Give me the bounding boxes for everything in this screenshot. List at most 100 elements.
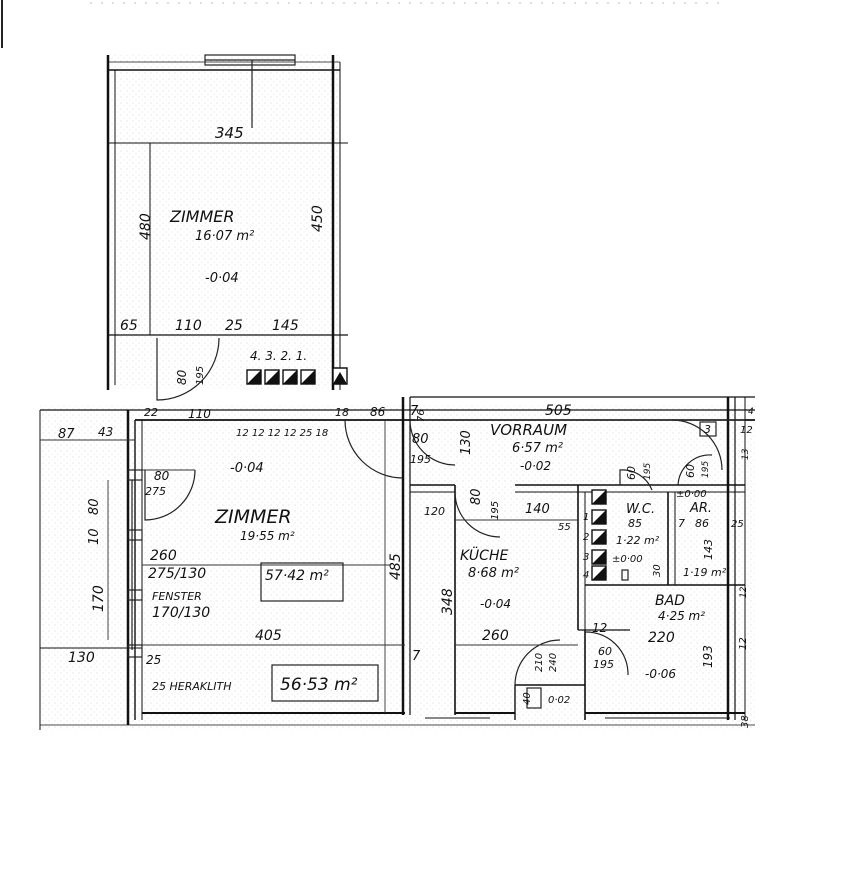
opening-size: 275/130 — [148, 566, 206, 582]
dim-b-12r: 12 — [738, 637, 749, 650]
dimension-lines — [40, 419, 745, 713]
room-level-bad: -0·06 — [645, 667, 676, 681]
dimension-labels: 345 480 450 65 110 25 145 80 195 22 110 … — [58, 124, 754, 728]
dim-k-260: 260 — [482, 628, 509, 644]
dim-row-7: 7 — [410, 404, 419, 419]
heraklith-note: 25 HERAKLITH — [152, 680, 231, 693]
dim-k-7: 7 — [412, 649, 421, 664]
dim-left-130: 130 — [68, 650, 95, 666]
subtotal-area: 57·42 m² — [265, 568, 329, 584]
dim-z-405: 405 — [255, 628, 282, 644]
windows-left — [127, 469, 143, 658]
dim-v-195: 195 — [410, 453, 431, 466]
wc-step-2: 2 — [583, 532, 589, 543]
dim-door-80: 80 — [175, 369, 189, 385]
dim-v-80: 80 — [412, 432, 429, 447]
wc-step-4: 4 — [583, 570, 589, 581]
dim-wc-60: 60 — [625, 466, 638, 480]
door-swings — [144, 419, 723, 686]
wc-step-1: 1 — [583, 512, 589, 523]
stair-block — [246, 367, 348, 385]
dim-z-80: 80 — [154, 469, 170, 483]
fenster-label: FENSTER — [152, 590, 202, 603]
dim-left-25: 25 — [146, 653, 161, 667]
room-labels: ZIMMER 16·07 m² -0·04 ZIMMER 19·55 m² -0… — [169, 207, 727, 706]
dim-wc-195: 195 — [643, 463, 653, 480]
dim-door-195: 195 — [195, 366, 206, 385]
dim-b-240: 240 — [548, 653, 559, 672]
dim-k-55: 55 — [558, 522, 571, 533]
dim-row-86: 86 — [370, 405, 386, 419]
dim-top-65: 65 — [120, 318, 138, 334]
room-name-zimmer-main: ZIMMER — [214, 506, 292, 528]
room-area-kueche: 8·68 m² — [468, 566, 519, 581]
dim-left-43: 43 — [98, 425, 113, 439]
dim-left-80: 80 — [87, 498, 102, 515]
dim-b-40: 40 — [522, 692, 533, 705]
dim-left-170: 170 — [91, 585, 107, 612]
dim-row-18: 18 — [335, 406, 349, 419]
dim-top-345: 345 — [215, 124, 244, 142]
wc-step-block — [591, 489, 607, 581]
room-area-wc: 1·22 m² — [616, 534, 660, 547]
room-area-bad: 4·25 m² — [658, 609, 705, 623]
room-name-wc: W.C. — [626, 502, 655, 517]
paper-texture — [40, 55, 755, 730]
dim-left-87: 87 — [58, 427, 75, 442]
dim-v-130: 130 — [459, 430, 474, 455]
dim-row-76: 76 — [416, 409, 427, 422]
room-area-vorraum: 6·57 m² — [512, 441, 563, 456]
room-level-zimmer-main: -0·04 — [230, 461, 264, 476]
room-level-ar: ±0·00 — [676, 489, 707, 500]
dim-b-12: 12 — [592, 621, 607, 635]
dim-top-480: 480 — [138, 213, 154, 240]
dim-b-12r2: 12 — [739, 586, 749, 598]
dim-z-485: 485 — [388, 553, 404, 580]
room-level-loggia: 0·02 — [548, 695, 570, 706]
dim-left-10: 10 — [87, 528, 102, 545]
dim-k-120: 120 — [424, 505, 445, 518]
stair-numbers: 4. 3. 2. 1. — [250, 349, 307, 363]
dim-top-25: 25 — [225, 318, 243, 334]
dim-b-4: 4 — [748, 407, 754, 417]
dim-ar-60: 60 — [684, 464, 697, 478]
wc-step-3: 3 — [583, 552, 589, 563]
room-level-kueche: -0·04 — [480, 597, 511, 611]
room-zimmer-top-walls — [106, 54, 348, 390]
room-level-zimmer-top: -0·04 — [205, 271, 239, 286]
dim-v-505: 505 — [545, 403, 572, 419]
dim-top-145: 145 — [272, 318, 299, 334]
dim-ar-25: 25 — [731, 519, 744, 530]
dim-v-3: 3 — [704, 423, 711, 436]
room-name-kueche: KÜCHE — [460, 546, 508, 564]
dim-b-38: 38 — [740, 715, 751, 728]
room-level-wc: ±0·00 — [612, 554, 643, 565]
notes: 25 HERAKLITH FENSTER 170/130 275/130 4. … — [148, 349, 589, 693]
dim-b-193: 193 — [701, 645, 715, 668]
dim-ar-195: 195 — [701, 461, 711, 478]
door-swing-top — [156, 337, 220, 401]
dim-b-13: 13 — [741, 448, 751, 460]
dim-wc-85: 85 — [628, 517, 642, 530]
dim-k-140: 140 — [525, 502, 550, 517]
dim-row-22: 22 — [144, 406, 158, 419]
room-name-ar: AR. — [689, 501, 712, 516]
dim-ar-143: 143 — [702, 539, 715, 560]
dim-z-260: 260 — [150, 548, 177, 564]
dim-row-12s: 12 12 12 12 25 18 — [236, 428, 328, 439]
room-name-bad: BAD — [655, 593, 685, 609]
dim-v-12: 12 — [740, 425, 753, 436]
total-area: 56·53 m² — [280, 675, 358, 695]
dim-ar-86: 86 — [695, 517, 709, 530]
totals: 57·42 m² 56·53 m² — [265, 568, 358, 695]
dim-b-195: 195 — [593, 658, 614, 671]
dim-k-348: 348 — [440, 588, 456, 615]
dim-b-60: 60 — [598, 645, 612, 658]
room-name-vorraum: VORRAUM — [490, 421, 567, 439]
dim-b-220: 220 — [648, 630, 675, 646]
room-area-ar: 1·19 m² — [683, 566, 727, 579]
dim-k-80: 80 — [469, 488, 484, 505]
apartment-walls — [39, 396, 755, 730]
dim-k-195: 195 — [490, 501, 501, 520]
